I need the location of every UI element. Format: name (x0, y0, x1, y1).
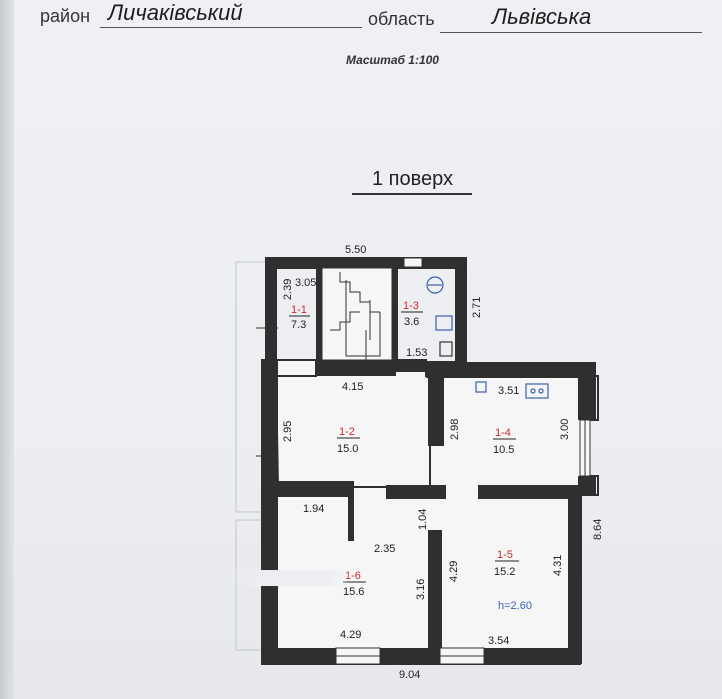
dim-bottom-13: 1.53 (406, 347, 427, 359)
dim-top-14: 3.51 (498, 385, 519, 397)
stove-icon (525, 383, 549, 399)
dim-bottom-11: 4.15 (342, 381, 363, 393)
windows (335, 257, 591, 665)
dim-left-11: 2.39 (282, 279, 294, 300)
dim-right-13: 2.71 (471, 297, 483, 318)
dim-right-16: 3.16 (415, 579, 427, 600)
room-id: 1-1 (291, 304, 307, 316)
dim-left-14: 2.98 (449, 419, 461, 440)
dimensions: 5.50 3.05 2.39 2.71 1.53 4.15 2.95 2.98 … (282, 244, 604, 681)
district-underline (100, 27, 362, 28)
staircase (321, 267, 393, 361)
floor-title-underline (352, 193, 472, 195)
dim-top-11: 3.05 (295, 277, 316, 289)
dim-right-overall: 8.64 (592, 519, 604, 540)
toilet-icon (439, 341, 453, 357)
region-value: Львівська (492, 4, 592, 29)
room-area: 15.2 (494, 566, 515, 578)
boiler-icon (435, 315, 453, 331)
dim-bottom-15: 3.54 (488, 635, 509, 647)
dim-hall-235: 2.35 (374, 543, 395, 555)
dim-right-14: 3.00 (559, 419, 571, 440)
room-area: 7.3 (291, 319, 306, 331)
scale-label: Масштаб 1:100 (346, 53, 439, 67)
district-label: район (40, 6, 91, 26)
room-area: 15.0 (337, 443, 358, 455)
room-id: 1-5 (497, 549, 513, 561)
room-id: 1-4 (495, 427, 511, 439)
dim-bottom-16: 4.29 (340, 629, 361, 641)
room-area: 3.6 (404, 316, 419, 328)
dim-left-12: 2.95 (282, 421, 294, 442)
redaction-blur (230, 570, 350, 586)
room-area: 10.5 (493, 444, 514, 456)
dim-left-15: 4.29 (448, 561, 460, 582)
district-value: Личаківський (108, 0, 243, 25)
room-id: 1-2 (339, 426, 355, 438)
fixture-icon (475, 381, 487, 393)
section-marks (256, 327, 278, 457)
shower-icon (426, 276, 444, 294)
ceiling-height: h=2.60 (498, 600, 532, 612)
bathroom-fixtures (426, 276, 549, 399)
dim-right-15: 4.31 (552, 555, 564, 576)
dim-bottom-overall: 9.04 (399, 669, 420, 681)
page-edge-shadow (0, 0, 14, 699)
region-underline (440, 32, 702, 33)
room-area: 15.6 (343, 586, 364, 598)
wall-fills (262, 258, 596, 664)
floor-title: 1 поверх (372, 168, 454, 190)
region-label: область (368, 9, 435, 29)
dim-top-overall: 5.50 (345, 244, 366, 256)
dim-top-16: 1.94 (303, 503, 324, 515)
room-id: 1-3 (403, 300, 419, 312)
dim-hall-104: 1.04 (417, 509, 429, 530)
